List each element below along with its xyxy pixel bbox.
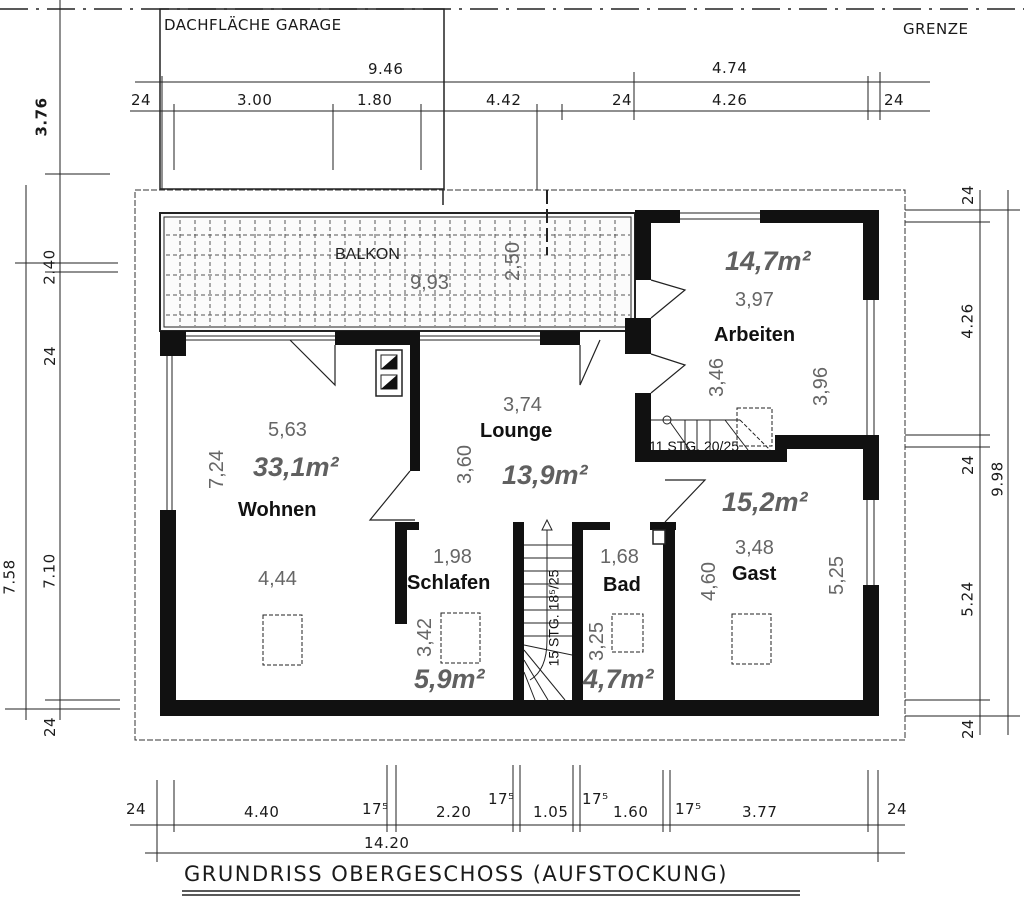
dim-bottom-17-5a: 17⁵ [362,800,389,818]
gast-width: 3,48 [735,537,774,559]
dim-top-24a: 24 [131,91,152,109]
site-outline [134,189,906,741]
dim-right-24b: 24 [959,454,978,476]
schlafen-label: Schlafen [407,572,491,594]
dim-left-2-40: 2.40 [40,249,59,285]
dim-right-4-26: 4.26 [958,303,977,339]
wohnen-width2: 4,44 [258,568,297,590]
dim-left-24b: 24 [41,716,60,738]
gast-label: Gast [732,563,777,585]
dim-bottom-2-20: 2.20 [436,803,472,821]
dim-right-5-24: 5.24 [958,581,977,617]
bad-height: 3,25 [585,622,608,661]
dim-left-24a: 24 [41,345,60,367]
dim-top-9-46: 9.46 [368,60,404,78]
dim-top-3-00: 3.00 [237,91,273,109]
dim-bottom-4-40: 4.40 [244,803,280,821]
dim-bottom-17-5c: 17⁵ [582,790,609,808]
dim-bottom-24a: 24 [126,800,147,818]
dim-top-24c: 24 [884,91,905,109]
dim-top-4-26: 4.26 [712,91,748,109]
lounge-width: 3,74 [503,394,542,416]
garage-roof-outline [159,8,445,190]
page-title: GRUNDRISS OBERGESCHOSS (AUFSTOCKUNG) [184,862,728,886]
garage-roof-label: DACHFLÄCHE GARAGE [164,16,342,34]
gast-height-left: 4,60 [697,562,720,601]
schlafen-width: 1,98 [433,546,472,568]
balcony-width: 9,93 [410,272,449,294]
balcony-depth: 2,50 [501,242,524,281]
dim-left-7-58: 7.58 [0,559,19,595]
dim-left-7-10: 7.10 [40,553,59,589]
dim-right-24a: 24 [959,184,978,206]
bad-label: Bad [603,574,641,596]
schlafen-area: 5,9m² [414,664,485,694]
wohnen-label: Wohnen [238,499,317,521]
arbeiten-width: 3,97 [735,289,774,311]
small-staircase [651,407,773,451]
small-stair-label: 11 STG. 20/25 [649,438,740,454]
wohnen-area: 33,1m² [253,452,339,482]
lounge-height: 3,60 [453,445,476,484]
bad-width: 1,68 [600,546,639,568]
dim-left-3-76: 3.76 [32,97,51,137]
main-stair-label: 15 STG. 18⁵/25 [545,569,562,667]
arbeiten-height-left: 3,46 [705,358,728,397]
dim-bottom-total: 14.20 [364,834,410,852]
balcony-label: BALKON [335,246,400,263]
dim-bottom-1-05: 1.05 [533,803,569,821]
arbeiten-label: Arbeiten [714,324,796,346]
main-staircase [523,518,573,701]
boundary-label: GRENZE [903,20,969,38]
dim-bottom-24b: 24 [887,800,908,818]
dim-top-4-74: 4.74 [712,59,748,77]
arbeiten-area: 14,7m² [725,246,811,276]
dim-bottom-17-5b: 17⁵ [488,790,515,808]
dim-bottom-17-5d: 17⁵ [675,800,702,818]
balcony-area [159,212,636,332]
dim-top-4-42: 4.42 [486,91,522,109]
lounge-area: 13,9m² [502,460,588,490]
lounge-label: Lounge [480,420,553,442]
dim-bottom-3-77: 3.77 [742,803,778,821]
dim-top-1-80: 1.80 [357,91,393,109]
wohnen-width: 5,63 [268,419,307,441]
arbeiten-height-right: 3,96 [809,367,832,406]
schlafen-height: 3,42 [413,618,436,657]
dim-right-24c: 24 [959,718,978,740]
bad-area: 4,7m² [583,664,654,694]
gast-area: 15,2m² [722,487,808,517]
dim-top-24b: 24 [612,91,633,109]
dim-right-9-98: 9.98 [988,461,1007,497]
wohnen-height: 7,24 [205,450,228,489]
gast-height-right: 5,25 [825,556,848,595]
dim-bottom-1-60: 1.60 [613,803,649,821]
